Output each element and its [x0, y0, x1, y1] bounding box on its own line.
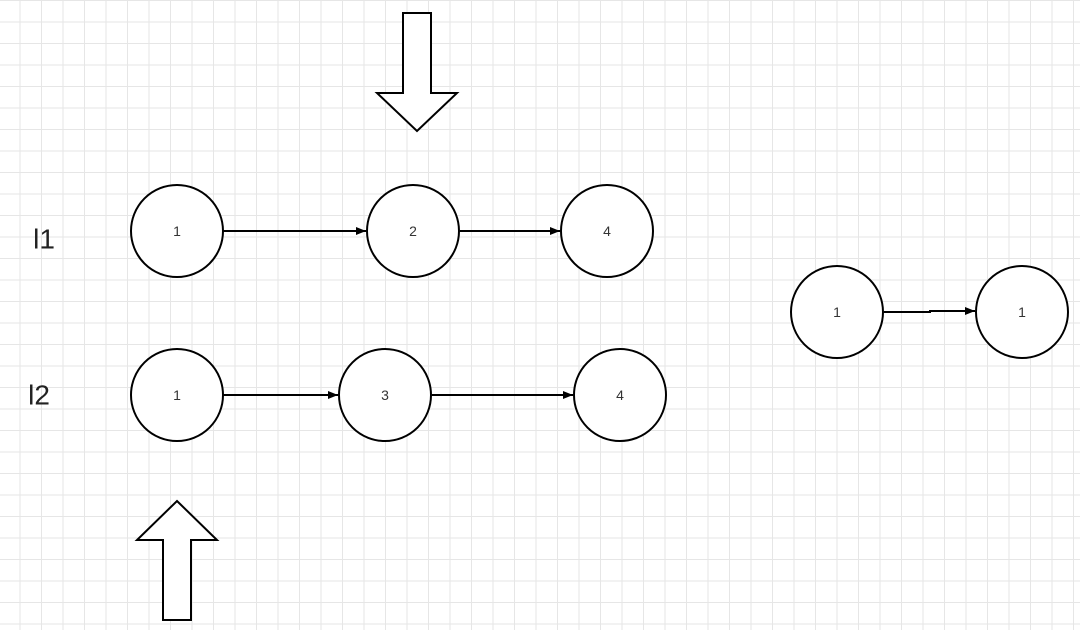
pointer-up-arrow [134, 499, 220, 621]
result-node: 1 [790, 265, 884, 359]
node-value: 1 [173, 223, 181, 239]
pointer-down-arrow [374, 12, 460, 133]
list-node: 1 [130, 184, 224, 278]
list-node: 3 [338, 348, 432, 442]
result-node: 1 [975, 265, 1069, 359]
row-label-l2: l2 [28, 380, 50, 411]
edge-result-1-to-1 [884, 307, 975, 315]
node-value: 2 [409, 223, 417, 239]
node-value: 1 [833, 304, 841, 320]
node-value: 1 [1018, 304, 1026, 320]
list-node: 2 [366, 184, 460, 278]
node-value: 3 [381, 387, 389, 403]
node-value: 4 [603, 223, 611, 239]
node-value: 4 [616, 387, 624, 403]
list-node: 4 [560, 184, 654, 278]
list-node: 4 [573, 348, 667, 442]
row-label-l1: l1 [33, 224, 55, 255]
list-node: 1 [130, 348, 224, 442]
node-value: 1 [173, 387, 181, 403]
